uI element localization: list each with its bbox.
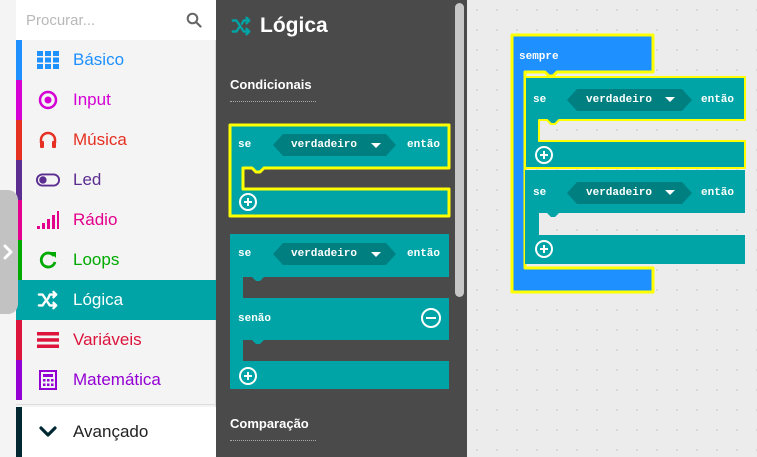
category-avancado[interactable]: Avançado bbox=[16, 407, 216, 457]
flyout-title-text: Lógica bbox=[260, 14, 328, 37]
flyout-blocks[interactable] bbox=[216, 0, 467, 457]
flyout-then-label: então bbox=[407, 248, 441, 260]
category-color-bar bbox=[16, 80, 22, 120]
toggle-icon bbox=[36, 168, 60, 192]
category-label: Lógica bbox=[73, 290, 124, 309]
section-comparacao: Comparação bbox=[230, 416, 309, 431]
scrollbar-thumb[interactable] bbox=[455, 3, 464, 297]
plus-icon[interactable] bbox=[535, 240, 553, 258]
category-color-bar bbox=[16, 407, 22, 457]
section-underline bbox=[230, 101, 316, 102]
flyout-true-value: verdadeiro bbox=[291, 139, 358, 151]
target-icon bbox=[36, 88, 60, 112]
plus-icon[interactable] bbox=[239, 367, 257, 385]
flyout-if-else-block[interactable] bbox=[230, 234, 449, 389]
workspace-true-value: verdadeiro bbox=[586, 187, 653, 199]
workspace-true-value: verdadeiro bbox=[586, 94, 653, 106]
workspace-canvas[interactable]: sempre se verdadeiro então se verdadeiro… bbox=[467, 0, 757, 457]
headphones-icon bbox=[36, 128, 60, 152]
chevron-down-icon bbox=[665, 97, 675, 102]
toolbox-divider bbox=[16, 404, 216, 405]
flyout-then-label: então bbox=[407, 139, 441, 151]
logic-flyout[interactable]: Lógica Condicionais se verdadeiro então … bbox=[216, 0, 467, 457]
shuffle-icon bbox=[36, 288, 60, 312]
category-color-bar bbox=[16, 160, 22, 200]
category-label: Input bbox=[73, 90, 111, 109]
category-toolbox: Básico Input Música Led Rádio Loops Ló bbox=[0, 0, 216, 457]
flyout-true-dropdown[interactable] bbox=[273, 243, 396, 265]
flyout-else-label: senão bbox=[238, 313, 272, 325]
category-color-bar bbox=[16, 280, 22, 320]
workspace-if-label: se bbox=[533, 94, 547, 106]
category-label: Led bbox=[73, 170, 102, 189]
category-label: Avançado bbox=[73, 422, 149, 441]
chevron-down-icon bbox=[371, 143, 381, 148]
category-label: Variáveis bbox=[73, 330, 142, 349]
signal-bars-icon bbox=[36, 208, 60, 232]
calculator-icon bbox=[36, 368, 60, 392]
category-color-bar bbox=[16, 360, 22, 400]
category-radio[interactable]: Rádio bbox=[16, 200, 216, 240]
category-label: Básico bbox=[73, 50, 125, 69]
workspace-true-dropdown-2[interactable] bbox=[567, 182, 692, 204]
category-input[interactable]: Input bbox=[16, 80, 216, 120]
category-color-bar bbox=[16, 240, 22, 280]
workspace-then-label: então bbox=[701, 187, 735, 199]
chevron-down-icon bbox=[371, 252, 381, 257]
category-loops[interactable]: Loops bbox=[16, 240, 216, 280]
search-input[interactable] bbox=[26, 9, 176, 31]
search-box[interactable] bbox=[16, 0, 216, 40]
category-label: Loops bbox=[73, 250, 120, 269]
grid-icon bbox=[36, 48, 60, 72]
chevron-right-icon bbox=[3, 244, 13, 260]
category-color-bar bbox=[16, 320, 22, 360]
category-variaveis[interactable]: Variáveis bbox=[16, 320, 216, 360]
workspace-if-label: se bbox=[533, 187, 547, 199]
section-condicionais: Condicionais bbox=[230, 77, 312, 92]
flyout-scrollbar[interactable] bbox=[455, 0, 467, 457]
workspace-then-label: então bbox=[701, 94, 735, 106]
chevron-down-icon bbox=[665, 190, 675, 195]
category-color-bar bbox=[16, 40, 22, 80]
category-logica[interactable]: Lógica bbox=[16, 280, 216, 320]
plus-icon[interactable] bbox=[239, 193, 257, 211]
workspace-true-dropdown-1[interactable] bbox=[567, 89, 692, 111]
category-led[interactable]: Led bbox=[16, 160, 216, 200]
section-underline bbox=[230, 440, 316, 441]
minus-icon[interactable] bbox=[421, 308, 441, 328]
category-label: Matemática bbox=[73, 370, 161, 389]
workspace-blocks[interactable] bbox=[467, 0, 757, 457]
shuffle-icon bbox=[230, 15, 252, 37]
category-matematica[interactable]: Matemática bbox=[16, 360, 216, 400]
simulator-toggle-handle[interactable] bbox=[0, 190, 18, 314]
category-label: Música bbox=[73, 130, 127, 149]
flyout-if-label: se bbox=[238, 248, 252, 260]
flyout-if-label: se bbox=[238, 139, 252, 151]
category-musica[interactable]: Música bbox=[16, 120, 216, 160]
flyout-true-value: verdadeiro bbox=[291, 248, 358, 260]
lines-icon bbox=[36, 328, 60, 352]
plus-icon[interactable] bbox=[535, 146, 553, 164]
flyout-true-dropdown[interactable] bbox=[273, 134, 396, 156]
forever-block[interactable] bbox=[510, 33, 655, 294]
flyout-title: Lógica bbox=[230, 14, 328, 38]
chevron-down-icon bbox=[36, 420, 60, 444]
category-basico[interactable]: Básico bbox=[16, 40, 216, 80]
refresh-icon bbox=[36, 248, 60, 272]
category-label: Rádio bbox=[73, 210, 118, 229]
search-icon[interactable] bbox=[186, 12, 202, 28]
forever-label: sempre bbox=[519, 51, 559, 63]
category-color-bar bbox=[16, 120, 22, 160]
category-color-bar bbox=[16, 200, 22, 240]
